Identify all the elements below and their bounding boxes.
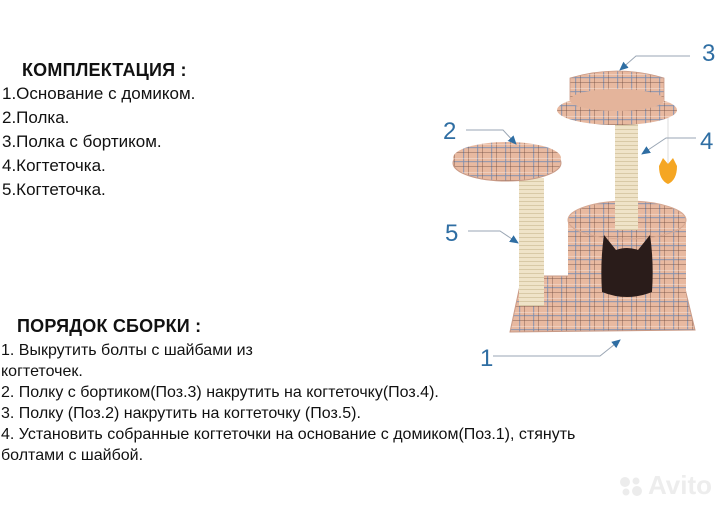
- assembly-line: 3. Полку (Поз.2) накрутить на когтеточку…: [1, 405, 361, 422]
- cat-tree-illustration: [452, 55, 696, 357]
- assembly-line: 2. Полку с бортиком(Поз.3) накрутить на …: [1, 384, 439, 401]
- kit-item: 2.Полка.: [2, 108, 70, 127]
- assembly-line: когтеточек.: [1, 363, 83, 380]
- kit-item: 3.Полка с бортиком.: [2, 132, 162, 151]
- callout-label-1: 1: [480, 345, 494, 372]
- hanging-toy: [659, 158, 677, 184]
- cat-head-entrance: [601, 235, 653, 297]
- kit-item: 5.Когтеточка.: [2, 180, 106, 199]
- assembly-line: болтами с шайбой.: [1, 447, 144, 464]
- assembly-steps: 1. Выкрутить болты с шайбами из когтеточ…: [1, 340, 575, 466]
- assembly-line: 4. Установить собранные когтеточки на ос…: [1, 426, 576, 443]
- avito-logo-icon: [620, 476, 642, 496]
- avito-watermark: Avito: [618, 470, 712, 501]
- callout-label-5: 5: [445, 220, 459, 247]
- scratching-post-4: [615, 120, 638, 230]
- callout-label-4: 4: [700, 128, 714, 155]
- scratching-post-5: [519, 178, 544, 306]
- callout-label-3: 3: [702, 40, 716, 67]
- assembly-line: 1. Выкрутить болты с шайбами из: [1, 342, 253, 359]
- assembly-title: ПОРЯДОК СБОРКИ :: [17, 316, 202, 336]
- kit-item: 4.Когтеточка.: [2, 156, 106, 175]
- callout-label-2: 2: [443, 118, 457, 145]
- avito-text: Avito: [648, 470, 713, 500]
- kit-list: 1.Основание с домиком. 2.Полка. 3.Полка …: [2, 82, 195, 202]
- kit-item: 1.Основание с домиком.: [2, 84, 196, 103]
- kit-title: КОМПЛЕКТАЦИЯ :: [22, 60, 187, 80]
